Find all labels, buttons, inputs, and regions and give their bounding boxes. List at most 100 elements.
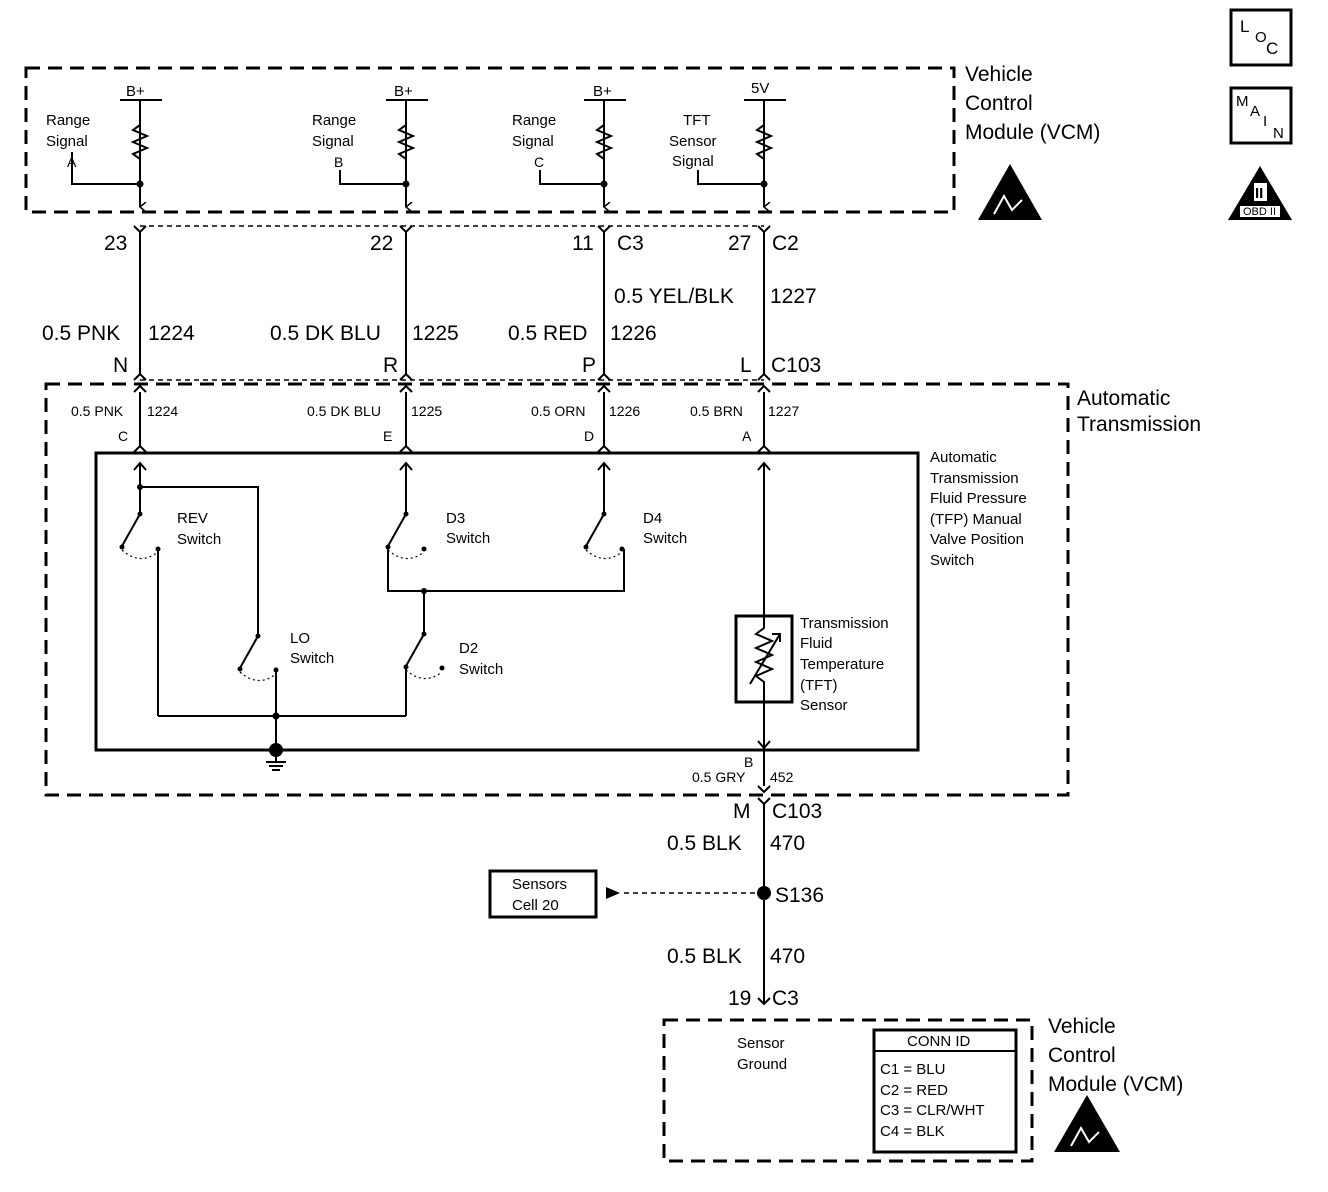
svg-text:D2: D2 (459, 640, 478, 657)
svg-text:Transmission: Transmission (800, 615, 889, 632)
svg-text:O: O (1255, 29, 1267, 46)
trans-wire-circuit-tft: 1227 (768, 403, 799, 419)
svg-text:I: I (1263, 113, 1267, 130)
wire-run-transmission (133, 384, 771, 453)
svg-text:LO: LO (290, 630, 310, 647)
svg-text:Signal: Signal (312, 133, 354, 150)
tfp-title-line6: Switch (930, 552, 974, 569)
svg-text:L: L (1240, 17, 1249, 36)
svg-text:Sensors: Sensors (512, 876, 567, 893)
vcm-pin-11: 11 (572, 232, 594, 255)
c103-pin-p: P (582, 354, 596, 377)
vcm-bottom-title-line2: Control (1048, 1044, 1116, 1067)
ground-wire-color-gry: 0.5 GRY (692, 769, 746, 785)
svg-text:D3: D3 (446, 510, 465, 527)
svg-text:Signal: Signal (672, 153, 714, 170)
vcm-pin-19: 19 (728, 987, 751, 1010)
trans-wire-color-tft: 0.5 BRN (690, 403, 743, 419)
svg-text:Switch: Switch (643, 530, 687, 547)
svg-text:A: A (67, 154, 77, 170)
svg-text:A: A (1250, 103, 1260, 120)
conn-id-table: CONN ID C1 = BLU C2 = RED C3 = CLR/WHT C… (872, 1028, 1018, 1154)
trans-wire-color-b: 0.5 DK BLU (307, 403, 381, 419)
wire-circuit-c: 1226 (610, 322, 657, 345)
wire-circuit-a: 1224 (148, 322, 195, 345)
sensors-cell-20-link[interactable]: Sensors Cell 20 (488, 869, 598, 919)
vcm-conn-c3-lower: C3 (772, 987, 799, 1010)
tfp-switch-assembly (94, 451, 920, 752)
wire-color-b: 0.5 DK BLU (270, 322, 381, 345)
range-signal-a-circuit: B+ Range Signal A (46, 83, 162, 207)
splice-label: S136 (775, 884, 824, 907)
svg-text:Temperature: Temperature (800, 656, 884, 673)
vcm-pin-22: 22 (370, 232, 393, 255)
svg-text:Sensor: Sensor (800, 697, 848, 714)
vcm-conn-c3: C3 (617, 232, 644, 255)
wire-circuit-b: 1225 (412, 322, 459, 345)
c103-conn-label: C103 (771, 354, 821, 377)
svg-text:Signal: Signal (46, 133, 88, 150)
vcm-top-title-line2: Control (965, 92, 1033, 115)
trans-wire-circuit-a: 1224 (147, 403, 178, 419)
trans-pin-a: A (742, 428, 752, 444)
obd-ii-icon[interactable]: II OBD II (1228, 166, 1292, 220)
svg-text:B+: B+ (394, 83, 413, 100)
esd-warning-icon-bottom (1054, 1095, 1120, 1152)
svg-text:Switch: Switch (446, 530, 490, 547)
c103-conn-label-lower: C103 (772, 800, 822, 823)
svg-text:C: C (534, 154, 544, 170)
svg-text:OBD II: OBD II (1243, 206, 1276, 218)
svg-text:REV: REV (177, 510, 208, 527)
tfp-title-line2: Transmission (930, 470, 1019, 487)
vcm-bottom-title-line1: Vehicle (1048, 1015, 1116, 1038)
c103-pin-n: N (113, 354, 128, 377)
tft-sensor: Transmission Fluid Temperature (TFT) Sen… (734, 463, 889, 750)
svg-text:Sensor: Sensor (669, 133, 717, 150)
conn-id-row: C1 = BLU (880, 1061, 945, 1078)
svg-text:Range: Range (512, 112, 556, 129)
vcm-top-title-line3: Module (VCM) (965, 121, 1100, 144)
transmission-boundary (44, 382, 1070, 797)
svg-text:D4: D4 (643, 510, 662, 527)
svg-text:TFT: TFT (683, 112, 711, 129)
splice-s136 (757, 886, 771, 900)
svg-text:5V: 5V (751, 80, 769, 97)
vcm-conn-c2: C2 (772, 232, 799, 255)
c103-pin-m: M (733, 800, 751, 823)
sensor-ground-line2: Ground (737, 1056, 787, 1073)
trans-pin-b: B (744, 754, 753, 770)
vcm-pin-27: 27 (728, 232, 751, 255)
range-signal-c-circuit: B+ Range Signal C (512, 83, 626, 207)
tft-sensor-signal-circuit: 5V TFT Sensor Signal (669, 80, 786, 207)
range-signal-b-circuit: B+ Range Signal B (312, 83, 428, 207)
d2-switch: D2 Switch (387, 547, 625, 716)
transmission-title-line2: Transmission (1077, 413, 1201, 436)
loc-icon[interactable]: L O C (1229, 8, 1293, 67)
conn-id-row: C4 = BLK (880, 1123, 945, 1140)
wire2-color: 0.5 BLK (667, 945, 742, 968)
c103-pin-l: L (740, 354, 752, 377)
svg-text:C: C (1266, 39, 1278, 58)
main-icon[interactable]: M A I N (1229, 86, 1293, 145)
tfp-title-line4: (TFP) Manual (930, 511, 1022, 528)
conn-id-row: C3 = CLR/WHT (880, 1102, 985, 1119)
svg-text:Switch: Switch (177, 531, 221, 548)
svg-text:M: M (1236, 93, 1249, 110)
wire2-circuit: 470 (770, 945, 805, 968)
wire-color-tft: 0.5 YEL/BLK (614, 285, 734, 308)
tfp-title-line5: Valve Position (930, 531, 1024, 548)
wire-color-a: 0.5 PNK (42, 322, 120, 345)
svg-text:Switch: Switch (459, 661, 503, 678)
wire1-circuit: 470 (770, 832, 805, 855)
svg-text:(TFT): (TFT) (800, 677, 837, 694)
vcm-top-boundary (24, 66, 956, 214)
switch-feed-arrows (133, 461, 771, 471)
svg-text:Range: Range (46, 112, 90, 129)
trans-pin-c: C (118, 428, 128, 444)
svg-text:N: N (1273, 125, 1284, 142)
trans-pin-e: E (383, 428, 392, 444)
tfp-title-line3: Fluid Pressure (930, 490, 1027, 507)
svg-text:Switch: Switch (290, 650, 334, 667)
